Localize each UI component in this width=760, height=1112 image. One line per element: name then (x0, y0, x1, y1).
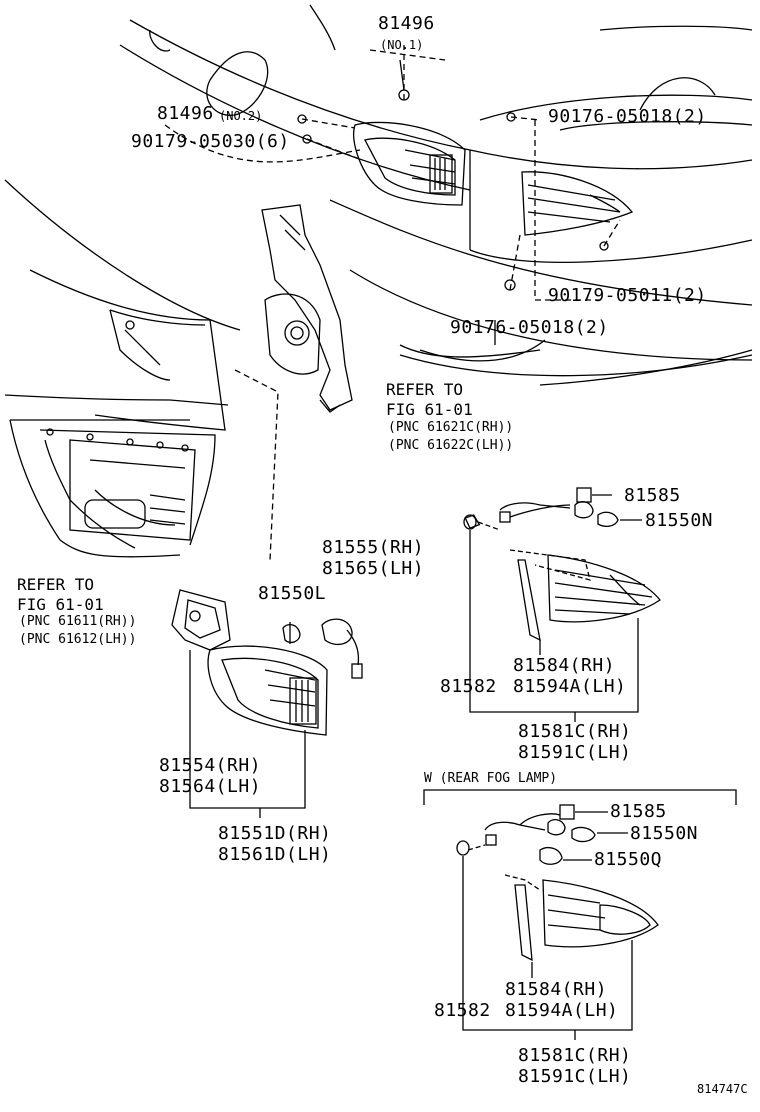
lamp-81551D (207, 645, 328, 736)
label-81550L: 81550L (258, 583, 327, 604)
label-81591C-upper: 81591C(LH) (518, 742, 632, 763)
label-81550N-upper: 81550N (645, 510, 714, 531)
label-81496-no2-note: (NO.2) (219, 109, 263, 123)
quarter-panel (4, 179, 241, 558)
rear-bracket (261, 204, 353, 413)
label-90176-05018-top: 90176-05018(2) (548, 106, 707, 127)
refer-right-line2: FIG 61-01 (386, 400, 473, 419)
label-81581C-lower: 81581C(RH) (518, 1045, 632, 1066)
label-81496-no1: 81496 (378, 13, 435, 34)
refer-left-pnc2: (PNC 61612(LH)) (19, 632, 137, 647)
label-81564: 81564(LH) (159, 776, 262, 797)
upper-outer-lamp (353, 121, 466, 206)
label-81582-upper: 81582 (440, 676, 497, 697)
solid-leaders-left (189, 622, 306, 809)
label-81584-upper: 81584(RH) (513, 655, 616, 676)
label-81591C-lower: 81591C(LH) (518, 1066, 632, 1087)
figure-id: 814747C (697, 1082, 748, 1096)
label-81555: 81555(RH) (322, 537, 425, 558)
label-90179-05011: 90179-05011(2) (548, 285, 707, 306)
label-81594A-upper: 81594A(LH) (513, 676, 627, 697)
dashed-leaders-mid (234, 369, 279, 561)
label-81550Q-lower: 81550Q (594, 849, 663, 870)
label-90176-05018-mid: 90176-05018(2) (450, 317, 609, 338)
label-ticks (259, 59, 576, 1040)
label-81496-no2: 81496 (157, 103, 214, 124)
label-81584-lower: 81584(RH) (505, 979, 608, 1000)
label-81551D: 81551D(RH) (218, 823, 332, 844)
label-81594A-lower: 81594A(LH) (505, 1000, 619, 1021)
bulb-81550L (282, 623, 301, 644)
refer-left-pnc1: (PNC 61611(RH)) (19, 614, 137, 629)
vehicle-rear-body (119, 4, 753, 386)
label-81496-no1-note: (NO.1) (380, 38, 424, 52)
lower-group-parts (456, 804, 659, 962)
lower-group-leaders (462, 811, 633, 1031)
label-81585-lower: 81585 (610, 801, 667, 822)
label-81581C-upper: 81581C(RH) (518, 721, 632, 742)
label-90179-05030: 90179-05030(6) (131, 131, 290, 152)
refer-right-pnc2: (PNC 61622C(LH)) (388, 438, 514, 453)
upper-group-parts (463, 487, 661, 642)
dashed-leaders-top (164, 45, 621, 301)
refer-right-line1: REFER TO (386, 380, 464, 399)
label-81565: 81565(LH) (322, 558, 425, 579)
refer-right-pnc1: (PNC 61621C(RH)) (388, 420, 514, 435)
label-81582-lower: 81582 (434, 1000, 491, 1021)
refer-left-line2: FIG 61-01 (17, 595, 104, 614)
label-81554: 81554(RH) (159, 755, 262, 776)
label-81585-upper: 81585 (624, 485, 681, 506)
socket-81555 (321, 618, 363, 679)
label-81550N-lower: 81550N (630, 823, 699, 844)
upper-inner-lamp (521, 171, 634, 236)
fog-lamp-bracket (423, 789, 737, 805)
upper-group-leaders (469, 494, 642, 713)
gasket-81554 (171, 589, 231, 651)
label-81561D: 81561D(LH) (218, 844, 332, 865)
refer-left-line1: REFER TO (17, 575, 95, 594)
fog-lamp-title: W (REAR FOG LAMP) (424, 771, 558, 786)
